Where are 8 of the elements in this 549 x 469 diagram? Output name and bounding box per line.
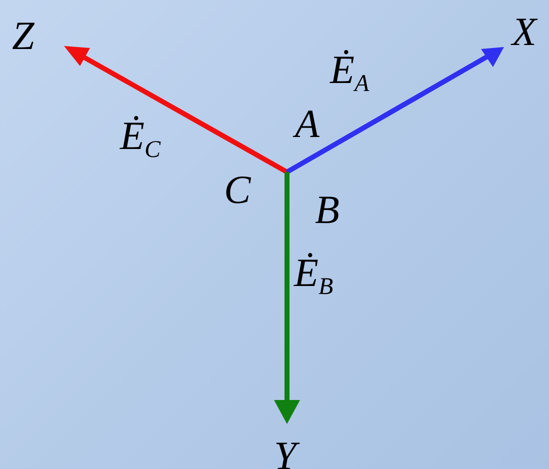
- emf-label: Ė$_{C}$: [120, 116, 160, 162]
- terminal-letter: C: [224, 170, 251, 210]
- axis-letter: Z: [12, 16, 34, 56]
- terminal-letter: A: [295, 104, 320, 144]
- emf-label: Ė$_{B}$: [294, 253, 334, 299]
- emf-label: Ė$_{A}$: [330, 50, 370, 96]
- axis-letter: X: [512, 12, 536, 52]
- terminal-letter: B: [315, 190, 340, 230]
